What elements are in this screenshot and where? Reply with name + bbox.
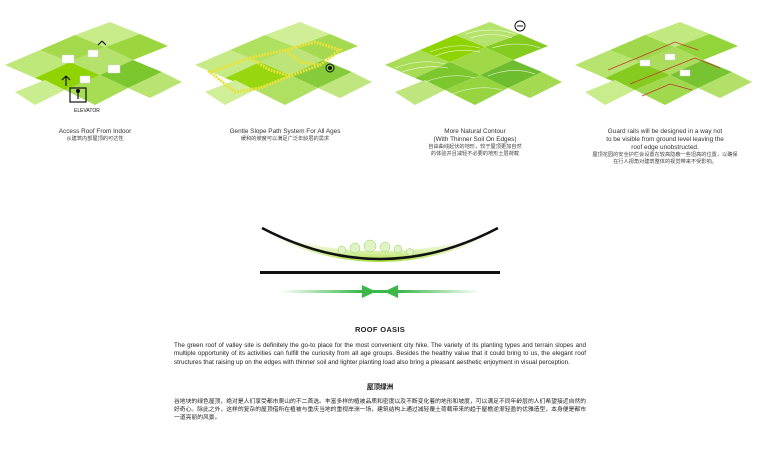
arrow-left-icon bbox=[384, 285, 398, 298]
panel-title: Gentle Slope Path System For All Ages bbox=[229, 128, 341, 135]
elevator-label: ELEVATOR bbox=[74, 108, 100, 114]
oasis-body-en: The green roof of valley site is definit… bbox=[174, 342, 586, 366]
buildings bbox=[61, 49, 121, 84]
panel-title: More Natural Contour (With Thinner Soil … bbox=[433, 128, 517, 143]
roof-tiles bbox=[5, 22, 182, 105]
panel-subtitle: 从建筑内部屋顶的可达性 bbox=[66, 136, 124, 142]
iso-roof-diagram-2 bbox=[195, 22, 372, 105]
panel-guard-rails: Guard rails will be designed in a way no… bbox=[570, 0, 760, 210]
elevator-figure-icon bbox=[61, 40, 107, 103]
arrow-right-icon bbox=[362, 285, 376, 298]
roof-tiles bbox=[195, 22, 372, 105]
panel-natural-contour: More Natural Contour (With Thinner Soil … bbox=[380, 0, 570, 210]
oasis-title: ROOF OASIS bbox=[354, 325, 406, 334]
panel-subtitle: 缓和的坡度可以满足广泛年龄层的需求 bbox=[240, 136, 330, 142]
iso-roof-diagram-3 bbox=[385, 20, 562, 105]
panel-access-roof: ELEVATOR Access Roof From Indoor 从建筑内部屋顶… bbox=[0, 0, 190, 210]
buildings bbox=[639, 53, 691, 77]
panel-caption: More Natural Contour (With Thinner Soil … bbox=[380, 128, 570, 158]
panel-title: Access Roof From Indoor bbox=[58, 128, 132, 135]
panel-caption: Access Roof From Indoor 从建筑内部屋顶的可达性 bbox=[0, 128, 190, 143]
dial-icon bbox=[514, 20, 526, 32]
roof-section-diagram bbox=[260, 226, 500, 298]
arrow-bar bbox=[280, 290, 480, 293]
base-slab bbox=[260, 271, 500, 274]
tree-cluster bbox=[337, 239, 414, 256]
panel-gentle-slope: Gentle Slope Path System For All Ages 缓和… bbox=[190, 0, 380, 210]
guard-rail-lines bbox=[607, 41, 721, 97]
path-system bbox=[206, 40, 344, 94]
iso-roof-diagram-1: ELEVATOR bbox=[5, 22, 182, 114]
oasis-body-zh: 谷地块的绿色屋顶，绝对是人们享受都市爬山的不二首选。丰富多样的植被品质和密度以及… bbox=[174, 398, 586, 422]
panel-title: Guard rails will be designed in a way no… bbox=[606, 128, 724, 151]
panel-subtitle: 屋顶花园的安全护栏会设置在较高隐蔽一些坦高的位置，以确保 在行人视角对建筑整体的… bbox=[592, 152, 738, 165]
panel-caption: Gentle Slope Path System For All Ages 缓和… bbox=[190, 128, 380, 143]
viewer-icon bbox=[325, 63, 335, 73]
roof-tiles bbox=[385, 22, 562, 105]
roof-tiles bbox=[575, 22, 752, 105]
oasis-title-zh: 屋顶绿洲 bbox=[366, 383, 394, 391]
panel-subtitle: 自由曲线起伏的地形，较于屋顶更加自然 的体验并且减轻不必要的地形土层荷载 bbox=[428, 144, 522, 157]
contour-lines bbox=[394, 29, 541, 95]
panel-caption: Guard rails will be designed in a way no… bbox=[570, 128, 760, 166]
roof-oasis-text: ROOF OASIS The green roof of valley site… bbox=[174, 325, 586, 423]
iso-roof-diagram-4 bbox=[575, 22, 752, 105]
green-soil-fill bbox=[262, 232, 498, 262]
roof-curve bbox=[261, 226, 499, 261]
